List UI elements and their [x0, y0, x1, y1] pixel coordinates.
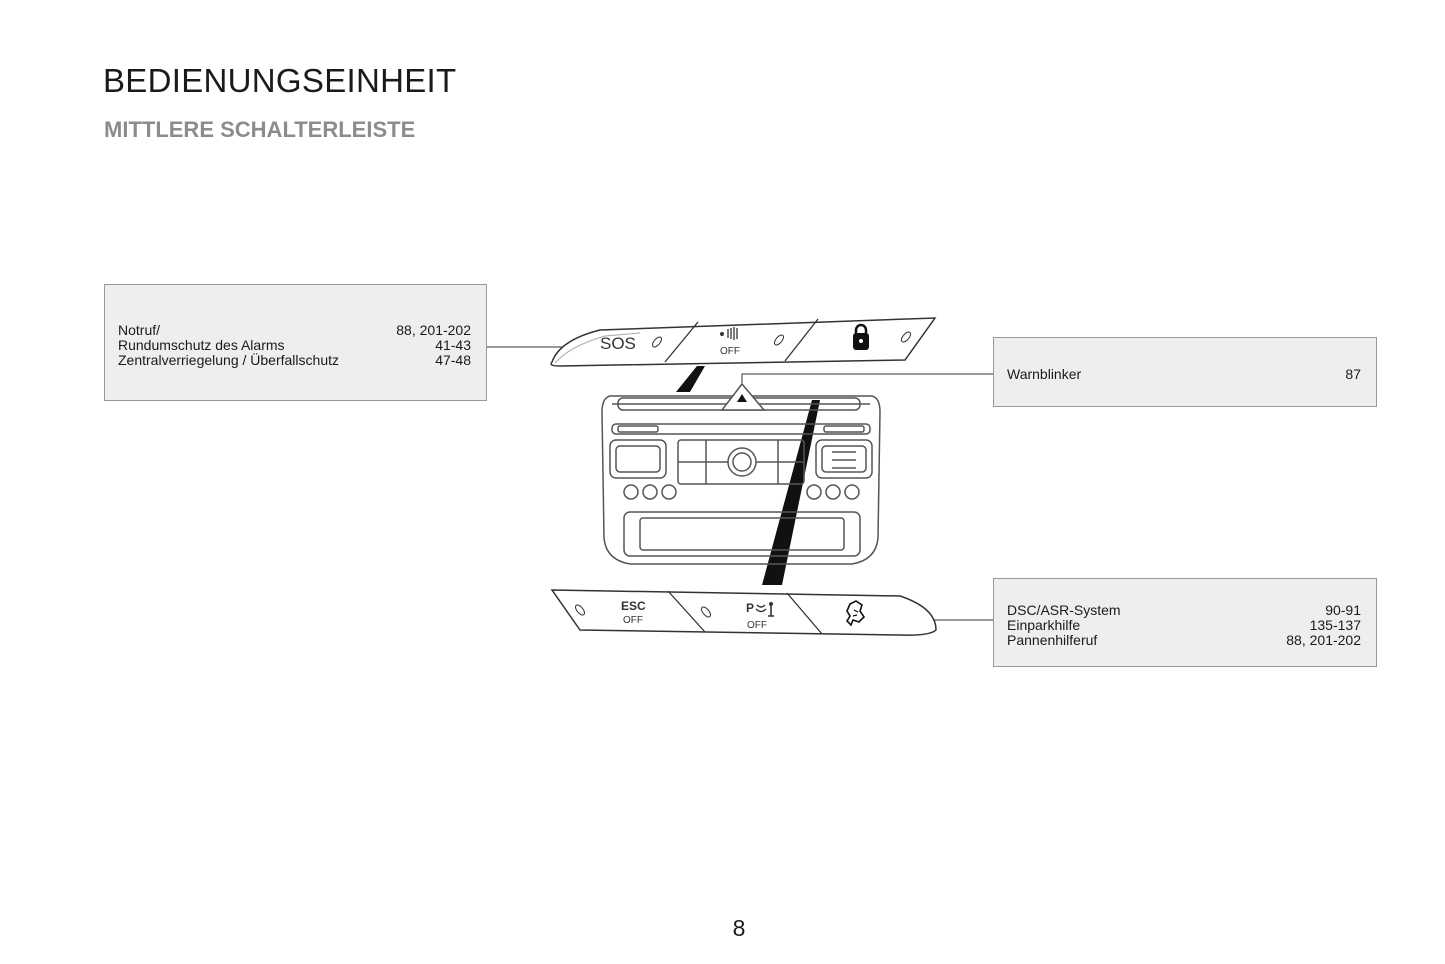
callout-row: Warnblinker 87 — [1007, 367, 1361, 382]
switch-bar-top-shape — [550, 317, 937, 367]
esc-off-label: OFF — [623, 615, 643, 626]
callout-label: DSC/ASR-System — [1007, 602, 1121, 618]
alarm-off-label: OFF — [720, 346, 740, 357]
peugeot-lion-icon — [845, 600, 866, 627]
parking-sensor-icon: P — [746, 601, 774, 617]
callout-row: DSC/ASR-System 90-91 — [1007, 603, 1361, 618]
callout-box-hazard: Warnblinker 87 — [993, 337, 1377, 407]
callout-label: Rundumschutz des Alarms — [118, 337, 285, 353]
switch-bar-top: SOS OFF — [550, 317, 937, 367]
callout-pages: 88, 201-202 — [1286, 632, 1361, 648]
callout-pages: 135-137 — [1309, 617, 1361, 633]
page-subtitle: MITTLERE SCHALTERLEISTE — [104, 117, 416, 142]
callout-row: Rundumschutz des Alarms 41-43 — [118, 338, 471, 353]
callout-row: Pannenhilferuf 88, 201-202 — [1007, 633, 1361, 648]
page-number: 8 — [732, 915, 746, 941]
callout-pages: 41-43 — [435, 337, 471, 353]
callout-row: Notruf/ 88, 201-202 — [118, 323, 471, 338]
switch-bar-bottom-shape — [550, 589, 937, 636]
pointer-bottom — [762, 400, 820, 585]
callout-row: Zentralverriegelung / Überfallschutz 47-… — [118, 353, 471, 368]
park-p-label: P — [746, 601, 754, 615]
callout-label: Pannenhilferuf — [1007, 632, 1098, 648]
callout-label: Zentralverriegelung / Überfallschutz — [118, 352, 339, 368]
park-off-label: OFF — [747, 620, 767, 631]
hazard-icon — [737, 394, 747, 402]
esc-label: ESC — [621, 599, 646, 613]
pointer-top — [676, 366, 705, 392]
switch-bar-bottom: ESC OFF P OFF — [550, 589, 937, 636]
callout-label: Einparkhilfe — [1007, 617, 1081, 633]
callout-pages: 88, 201-202 — [396, 322, 471, 338]
callout-label: Warnblinker — [1007, 366, 1082, 382]
callout-box-top-switches: Notruf/ 88, 201-202 Rundumschutz des Ala… — [104, 284, 487, 401]
radio-console — [601, 382, 881, 565]
callout-pages: 47-48 — [435, 352, 471, 368]
page-title: BEDIENUNGSEINHEIT — [103, 62, 457, 99]
padlock-icon — [853, 323, 869, 350]
alarm-sensor-icon — [720, 327, 738, 340]
callout-box-bottom-switches: DSC/ASR-System 90-91 Einparkhilfe 135-13… — [993, 578, 1377, 667]
callout-row: Einparkhilfe 135-137 — [1007, 618, 1361, 633]
sos-label: SOS — [600, 334, 636, 353]
callout-pages: 87 — [1345, 366, 1361, 382]
callout-pages: 90-91 — [1325, 602, 1361, 618]
leader-line-warn — [741, 373, 993, 384]
callout-label: Notruf/ — [118, 322, 161, 338]
